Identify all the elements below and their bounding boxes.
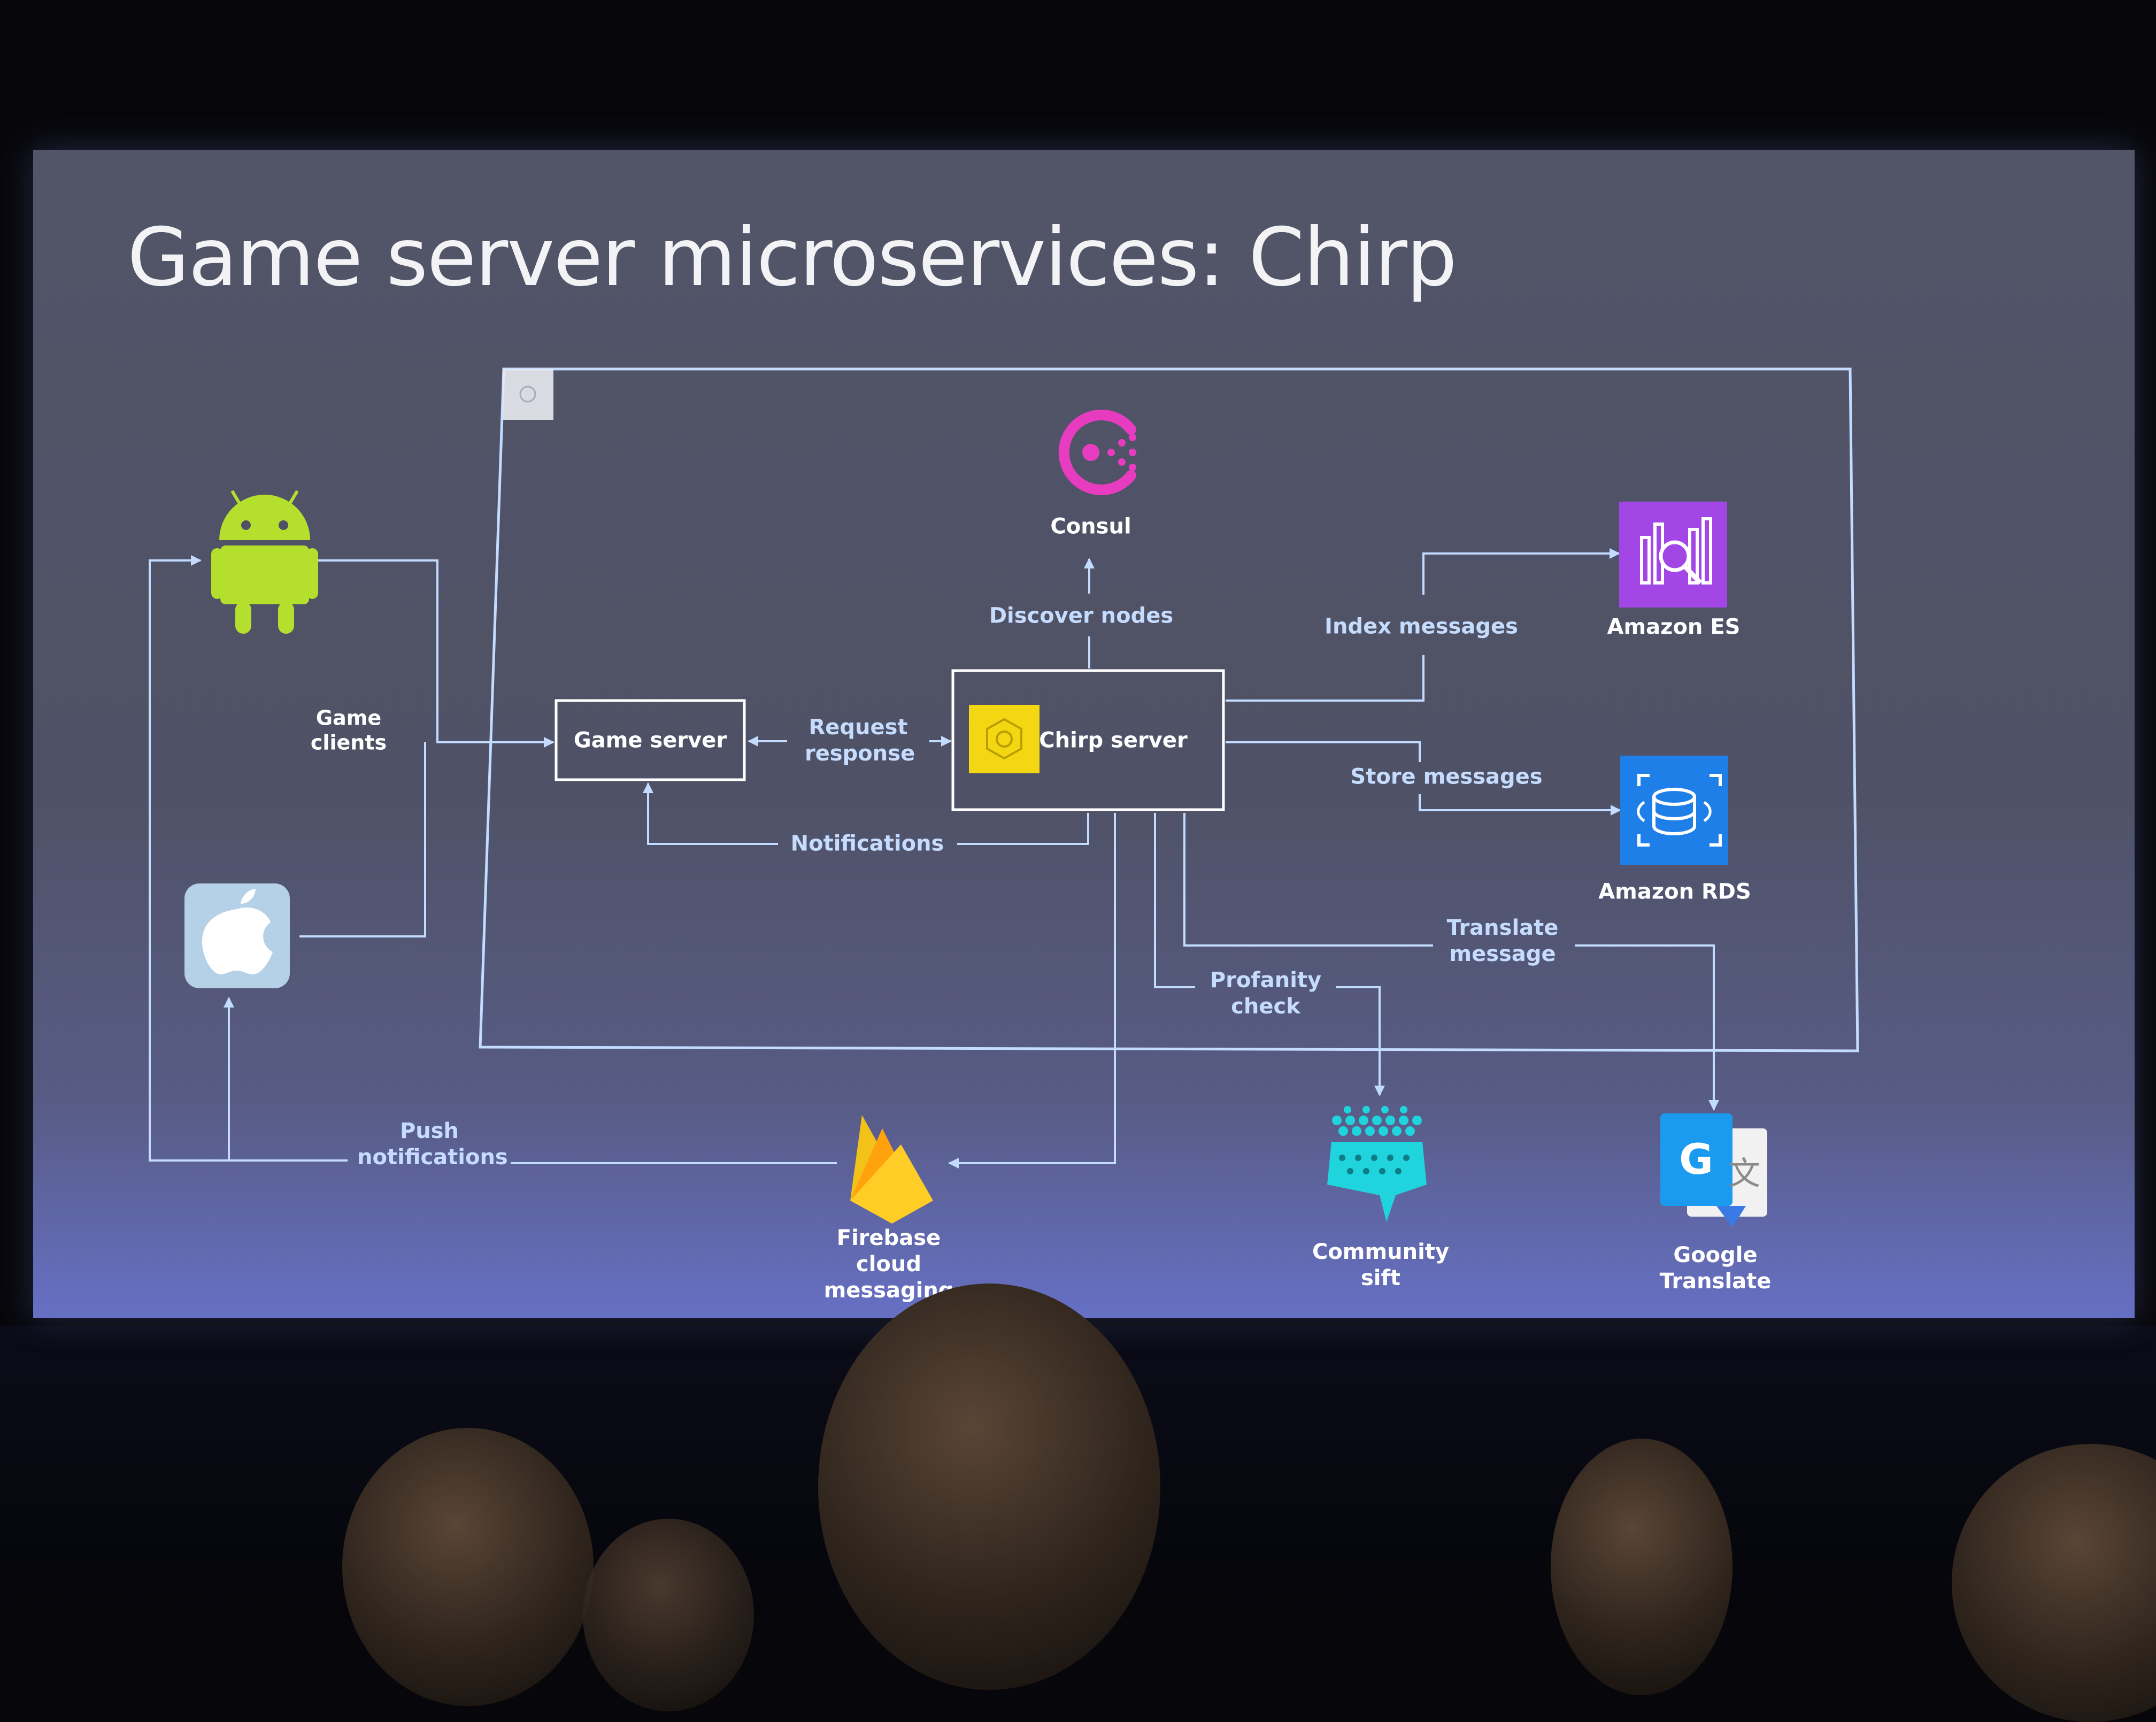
notifications-label: Notifications bbox=[790, 831, 944, 856]
profanity-check-label: Profanity check bbox=[1210, 968, 1322, 1019]
audience-head bbox=[342, 1428, 594, 1706]
push-line-left bbox=[149, 555, 348, 1162]
boundary-tag-icon bbox=[503, 369, 553, 420]
audience-head bbox=[1551, 1439, 1732, 1695]
svg-text:G: G bbox=[1679, 1136, 1713, 1184]
push-notifications-label: Push notifications bbox=[357, 1119, 508, 1170]
projection-screen bbox=[33, 150, 2135, 1318]
game-server-label: Game server bbox=[573, 728, 727, 753]
amazon-rds-label: Amazon RDS bbox=[1598, 879, 1751, 904]
store-line-lower bbox=[1419, 794, 1621, 816]
translate-line-left bbox=[1183, 813, 1433, 947]
consul-icon bbox=[1058, 410, 1136, 495]
profanity-line-right bbox=[1336, 986, 1385, 1096]
google-translate-label: Google Translate bbox=[1659, 1243, 1772, 1294]
profanity-line-left bbox=[1154, 813, 1195, 988]
translate-line-right bbox=[1575, 944, 1719, 1111]
chirp-server-label: Chirp server bbox=[1039, 728, 1188, 753]
android-to-game-server-line bbox=[313, 559, 555, 748]
boundary-tag-icon-mark bbox=[519, 386, 536, 403]
chirp-server-icon bbox=[969, 705, 1040, 773]
firebase-icon bbox=[850, 1115, 933, 1224]
request-response-label: Request response bbox=[805, 715, 915, 766]
connectors bbox=[149, 548, 1719, 1168]
index-line-lower bbox=[1226, 655, 1424, 702]
svg-text:文: 文 bbox=[1728, 1155, 1760, 1193]
audience-head bbox=[818, 1283, 1160, 1690]
game-clients-label: Game clients bbox=[310, 706, 387, 755]
discover-nodes-label: Discover nodes bbox=[989, 603, 1174, 628]
notifications-line-left bbox=[643, 782, 778, 845]
firebase-line bbox=[948, 813, 1116, 1168]
consul-label: Consul bbox=[1050, 514, 1131, 539]
store-line-upper bbox=[1226, 741, 1421, 762]
game-server-box bbox=[555, 699, 746, 781]
apple-to-clients-line bbox=[299, 742, 426, 937]
audience-head bbox=[583, 1519, 754, 1711]
google-translate-icon: G 文 bbox=[1660, 1113, 1767, 1227]
store-messages-label: Store messages bbox=[1350, 764, 1543, 789]
community-sift-icon bbox=[1327, 1106, 1427, 1222]
community-sift-label: Community sift bbox=[1312, 1240, 1450, 1290]
amazon-rds-icon bbox=[1620, 756, 1728, 865]
notifications-line-right bbox=[957, 813, 1089, 845]
chirp-server-box bbox=[951, 669, 1225, 811]
amazon-es-icon bbox=[1619, 502, 1727, 608]
diagram-canvas: G 文 bbox=[149, 367, 1859, 1227]
slide-title: Game server microservices: Chirp bbox=[127, 211, 1457, 304]
index-line-upper bbox=[1422, 548, 1620, 595]
boundary-box bbox=[479, 367, 1859, 1052]
apple-icon bbox=[184, 883, 290, 988]
translate-message-label: Translate message bbox=[1446, 916, 1559, 966]
amazon-es-label: Amazon ES bbox=[1607, 614, 1741, 640]
index-messages-label: Index messages bbox=[1325, 614, 1518, 639]
android-icon bbox=[211, 490, 318, 634]
